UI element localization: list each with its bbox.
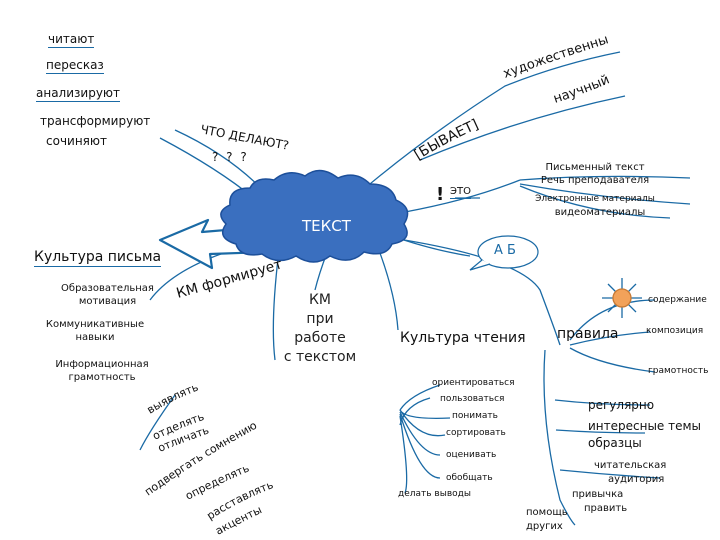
km-work-2: при	[306, 311, 334, 327]
rules-item-6: привычка	[572, 489, 624, 500]
writing-item-2: Коммуникативные навыки	[45, 319, 145, 343]
km-work-1: КМ	[308, 292, 332, 308]
top-left-item-5: сочиняют	[46, 134, 107, 148]
top-left-item-4: трансформируют	[40, 114, 151, 128]
svg-text:ЧТО ДЕЛАЮТ?: ЧТО ДЕЛАЮТ?	[199, 122, 290, 153]
arc-text-question: ЧТО ДЕЛАЮТ?	[199, 122, 290, 153]
top-left-item-3: анализируют	[36, 86, 121, 102]
reading-item-1: ориентироваться	[432, 378, 515, 388]
writing-item-3: Информационная грамотность	[55, 359, 149, 383]
reading-item-7: делать выводы	[398, 489, 471, 499]
top-left-item-2: пересказ	[46, 58, 104, 74]
eto-item-2: Речь преподавателя	[540, 175, 650, 186]
center-label: ТЕКСТ	[302, 217, 351, 235]
culture-reading-title: Культура чтения	[400, 330, 526, 346]
sun-icon	[602, 278, 642, 318]
top-left-item-1: читают	[48, 32, 95, 48]
rules-item-3: образцы	[588, 436, 642, 450]
arc-text-nauch: научный	[552, 72, 612, 106]
line-top-right	[344, 51, 621, 206]
eto-item-3: Электронные материалы	[535, 194, 655, 204]
culture-writing-title: Культура письма	[34, 249, 162, 267]
line-top-right-2	[419, 95, 626, 161]
rules-item-5: аудитория	[608, 474, 665, 485]
rules-title: правила	[557, 326, 619, 342]
reading-item-4: сортировать	[446, 428, 506, 438]
reading-item-2: пользоваться	[440, 394, 505, 404]
rules-item-9: других	[526, 521, 563, 532]
svg-text:КМ формирует: КМ формирует	[175, 256, 285, 301]
reading-item-5: оценивать	[446, 450, 497, 460]
bubble-text: А Б	[494, 243, 516, 258]
eto-item-1: Письменный текст	[545, 162, 645, 173]
rules-item-1: регулярно	[588, 398, 655, 412]
rules-item-4: читательская	[594, 460, 667, 471]
verb-1: выявлять	[145, 381, 201, 417]
text-cloud-shape	[220, 169, 409, 263]
rules-item-8: помощь	[526, 507, 568, 518]
rules-item-2: интересные темы	[588, 419, 702, 433]
writing-item-1: Образовательная мотивация	[61, 283, 154, 307]
rules-branch-3: грамотность	[648, 366, 709, 376]
eto-word: ЭТО	[450, 186, 471, 199]
km-work-4: с текстом	[283, 349, 357, 365]
svg-text:научный: научный	[552, 72, 612, 106]
reading-item-3: понимать	[452, 411, 498, 421]
eto-mark: !	[436, 184, 445, 205]
line-rules-arc	[391, 237, 561, 346]
rules-branch-2: композиция	[646, 326, 704, 336]
eto-item-4: видеоматериалы	[554, 207, 646, 218]
question-marks: ? ? ?	[212, 150, 249, 164]
km-work-3: работе	[294, 330, 346, 346]
svg-text:выявлять: выявлять	[145, 381, 201, 417]
reading-item-6: обобщать	[446, 473, 493, 483]
rules-branch-1: содержание	[648, 295, 707, 305]
arc-text-km-forms: КМ формирует	[175, 256, 285, 301]
rules-item-7: править	[584, 503, 628, 514]
